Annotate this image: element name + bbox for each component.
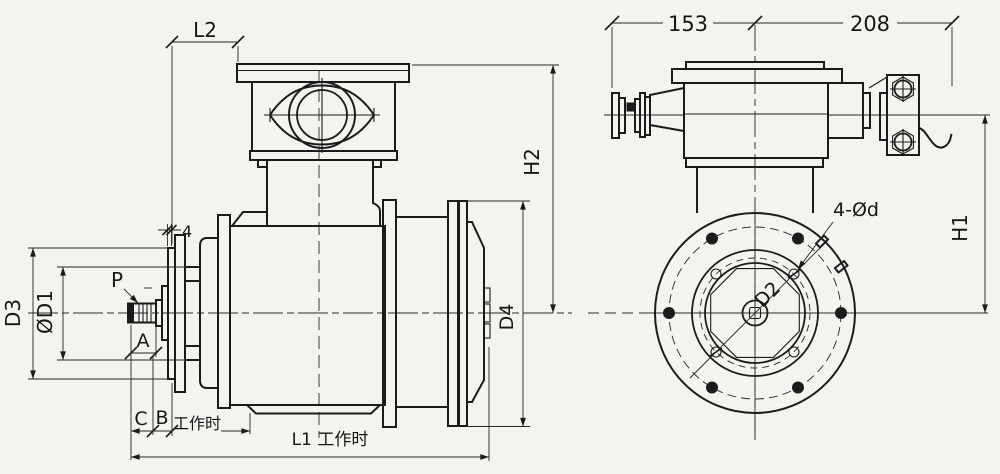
bracket-bolt-top — [890, 76, 916, 102]
dimension-h1: H1 — [948, 115, 988, 313]
dimension-l2: L2 — [165, 18, 245, 436]
rear-ring-a — [447, 200, 459, 427]
dimension-brake-gap: 4 — [158, 222, 192, 246]
dim-a-label: A — [137, 330, 150, 352]
dim-d1-label: ØD1 — [33, 290, 57, 334]
mounting-bracket — [827, 74, 953, 156]
body-bottom-pad — [246, 404, 381, 415]
dim-holes-label: 4-Ød — [833, 199, 879, 221]
dim-d4-label: D4 — [496, 304, 518, 331]
inner-tapped-holes — [710, 268, 800, 358]
dimension-d3: D3 — [1, 247, 168, 380]
label-p-leader: P — [111, 268, 152, 304]
lid-strip — [685, 61, 825, 70]
box-lip-end — [685, 157, 824, 168]
fan-end-cap — [466, 221, 485, 403]
flange-bolt-holes — [663, 232, 847, 394]
end-view-drawing: 153 208 H1 D2 4-Ød — [588, 12, 990, 440]
lead-wire — [918, 127, 953, 149]
dim-h1-label: H1 — [948, 214, 972, 242]
rear-housing — [395, 216, 449, 408]
dim-153-label: 153 — [668, 12, 708, 36]
dim-working-label: 工作时 — [173, 414, 221, 433]
dim-d2-label: D2 — [751, 278, 785, 312]
dim-h2-label: H2 — [520, 148, 544, 176]
dimension-153-208: 153 208 — [604, 12, 960, 88]
neck-right — [372, 167, 381, 226]
dimension-h2: H2 — [412, 64, 559, 313]
brake-disc-assembly — [161, 234, 218, 393]
dimension-d4: D4 — [467, 200, 530, 427]
dim-208-label: 208 — [850, 12, 890, 36]
dim-l1-label: L1 工作时 — [292, 430, 369, 450]
dimension-4-holes: 4-Ød — [797, 199, 879, 270]
dimension-d1: ØD1 — [33, 266, 186, 361]
dim-gap-label: 4 — [182, 222, 192, 241]
rear-boss — [483, 287, 491, 339]
gland-window — [264, 78, 380, 153]
brake-stud-bottom — [184, 345, 201, 361]
terminal-box-top-plate — [236, 63, 410, 83]
brake-stud-top — [184, 266, 201, 282]
terminal-box-end — [671, 61, 843, 213]
inner-octagon — [710, 268, 800, 358]
side-view-drawing: L2 4 D3 ØD1 P A — [1, 18, 572, 461]
dim-l2-label: L2 — [193, 18, 217, 42]
brake-housing — [199, 237, 218, 389]
lid-plate — [671, 68, 843, 84]
dim-c-label: C — [134, 408, 147, 430]
neck-end — [696, 167, 814, 213]
bracket-bolt-bottom — [890, 129, 916, 155]
box-body-end — [683, 82, 829, 159]
flange-face — [654, 207, 856, 440]
dim-d3-label: D3 — [1, 299, 25, 327]
front-flange-ring — [217, 214, 231, 409]
dimension-c-b-row: C B 工作时 — [130, 325, 251, 460]
motor-body — [217, 199, 491, 428]
cable-gland — [611, 86, 685, 139]
body-top-pad — [231, 211, 267, 227]
dimension-l1: L1 工作时 — [131, 347, 490, 461]
rear-ring-b — [458, 200, 468, 427]
label-p: P — [111, 268, 123, 292]
terminal-box-lip — [249, 150, 398, 161]
terminal-box-side — [236, 63, 410, 226]
dim-b-label: B — [155, 407, 168, 429]
